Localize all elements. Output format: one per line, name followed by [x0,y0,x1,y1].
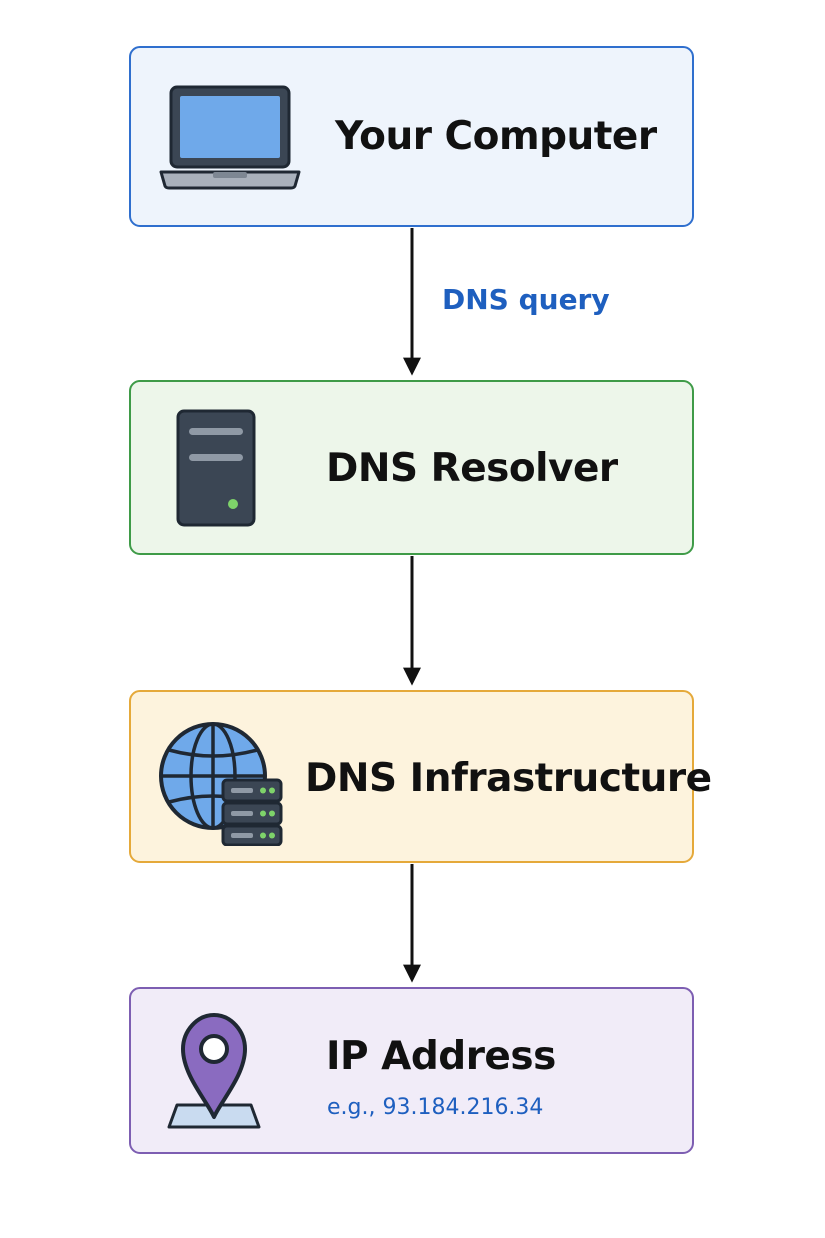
node-dns-infrastructure: DNS Infrastructure [129,690,712,863]
globe-server-icon [159,722,283,846]
node-title-ip-address: IP Address [326,1034,556,1079]
ip-address-example: e.g., 93.184.216.34 [327,1095,544,1120]
node-title-dns-infrastructure: DNS Infrastructure [305,756,712,801]
edge-label-dns-query: DNS query [442,283,610,316]
node-title-dns-resolver: DNS Resolver [326,446,618,491]
node-title-your-computer: Your Computer [335,114,657,159]
laptop-icon [159,85,301,190]
node-your-computer: Your Computer [129,46,694,227]
node-ip-address: IP Address e.g., 93.184.216.34 [129,987,694,1154]
location-pin-icon [167,1013,261,1129]
server-stack-icon [221,778,283,846]
server-tower-icon [176,409,256,527]
node-dns-resolver: DNS Resolver [129,380,694,555]
